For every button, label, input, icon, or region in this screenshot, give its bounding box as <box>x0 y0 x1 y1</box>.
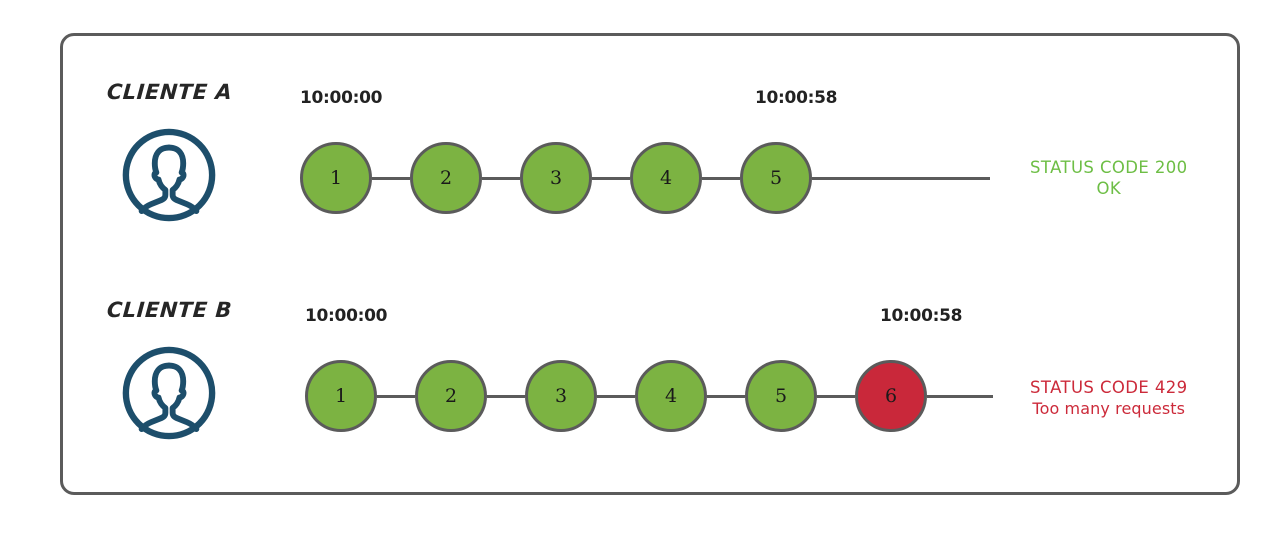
request-node[interactable]: 3 <box>525 360 597 432</box>
request-node[interactable]: 1 <box>305 360 377 432</box>
request-node[interactable]: 2 <box>410 142 482 214</box>
connector <box>702 177 740 180</box>
connector <box>707 395 745 398</box>
connector <box>377 395 415 398</box>
client-label-b: CLIENTE B <box>106 298 233 322</box>
timestamp-start-b: 10:00:00 <box>305 306 388 326</box>
status-code-line: STATUS CODE 200 <box>1030 158 1188 177</box>
status-message-line: OK <box>1096 178 1122 198</box>
connector <box>487 395 525 398</box>
status-message-line: Too many requests <box>1032 398 1186 418</box>
connector <box>597 395 635 398</box>
connector <box>482 177 520 180</box>
timestamp-start-a: 10:00:00 <box>300 88 383 108</box>
connector-tail <box>927 395 993 398</box>
user-avatar-icon <box>120 344 218 442</box>
status-badge-b: STATUS CODE 429 Too many requests <box>1030 378 1188 419</box>
request-node[interactable]: 4 <box>635 360 707 432</box>
connector <box>817 395 855 398</box>
connector <box>372 177 410 180</box>
status-badge-a: STATUS CODE 200 OK <box>1030 158 1188 199</box>
client-label-a: CLIENTE A <box>106 80 234 104</box>
request-node-rate-limited[interactable]: 6 <box>855 360 927 432</box>
request-node[interactable]: 4 <box>630 142 702 214</box>
timestamp-end-b: 10:00:58 <box>880 306 963 326</box>
timestamp-end-a: 10:00:58 <box>755 88 838 108</box>
request-node[interactable]: 3 <box>520 142 592 214</box>
request-node[interactable]: 5 <box>740 142 812 214</box>
status-code-line: STATUS CODE 429 <box>1030 378 1188 397</box>
connector <box>592 177 630 180</box>
connector-tail <box>812 177 990 180</box>
user-avatar-icon <box>120 126 218 224</box>
request-node[interactable]: 5 <box>745 360 817 432</box>
request-node[interactable]: 1 <box>300 142 372 214</box>
request-node[interactable]: 2 <box>415 360 487 432</box>
